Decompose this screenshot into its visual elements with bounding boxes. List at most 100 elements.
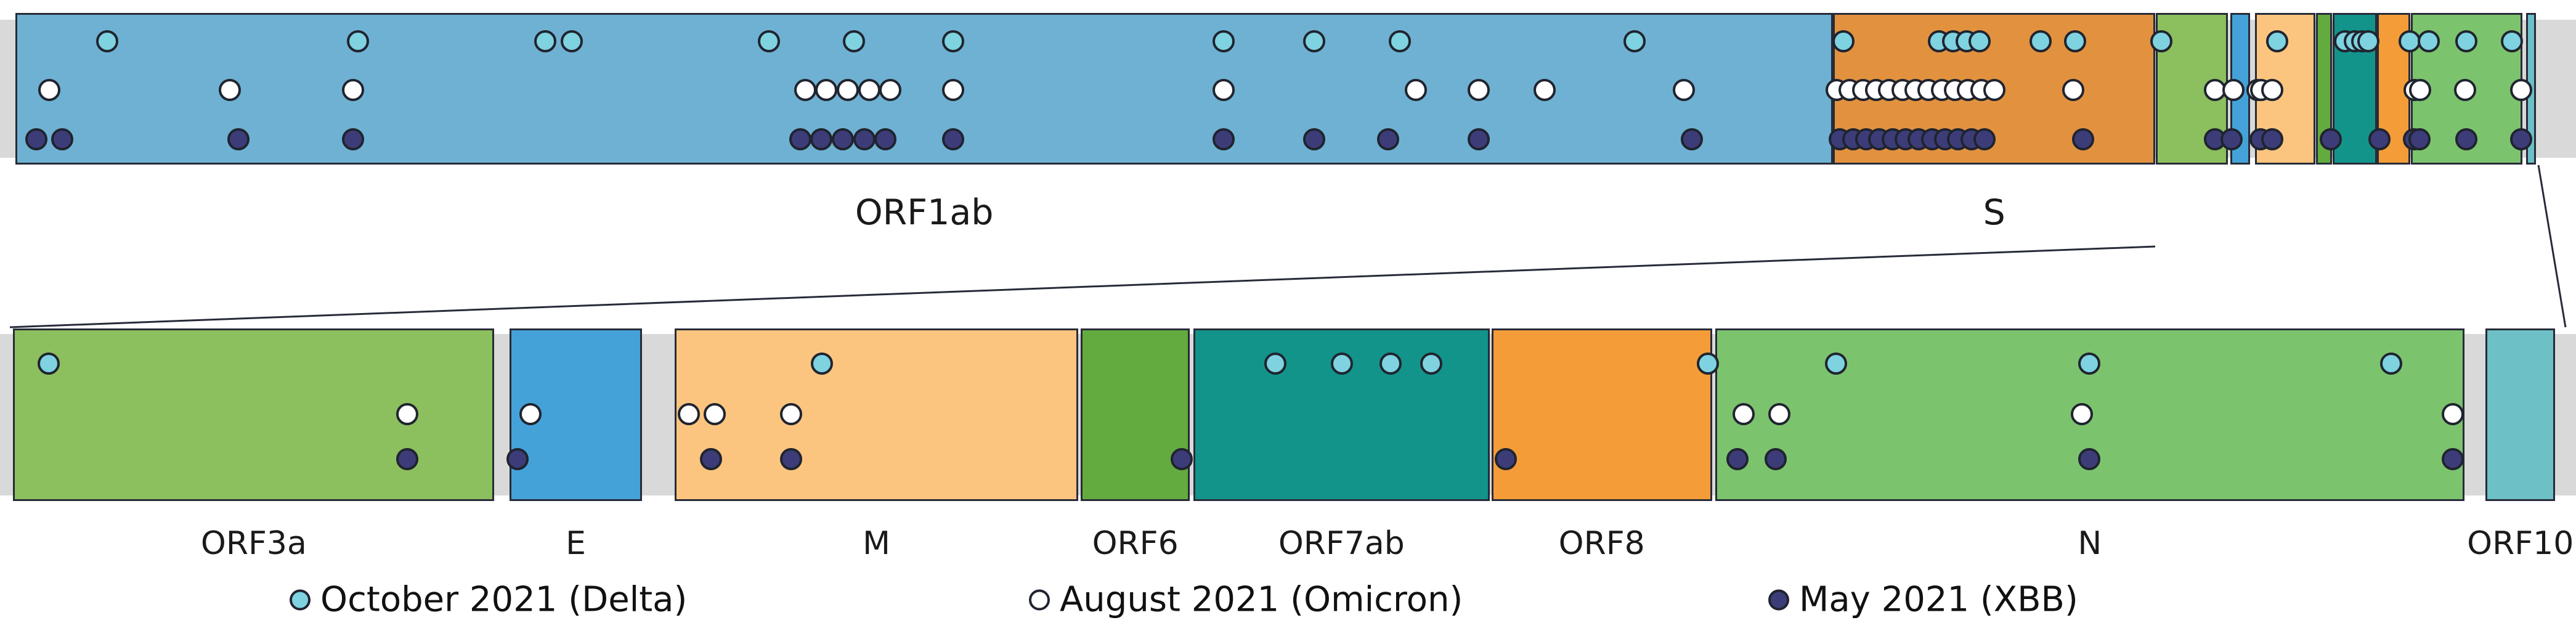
legend-label-omicron: August 2021 (Omicron) [1060, 579, 1463, 620]
mutation-dot-delta [2357, 30, 2379, 52]
mutation-dot-xbb [396, 448, 419, 470]
xbb-legend-marker-icon [1768, 589, 1789, 610]
mutation-dot-xbb [51, 128, 74, 150]
mutation-dot-delta [843, 30, 866, 52]
mutation-dot-xbb [699, 448, 722, 470]
gene-label-zoom-ORF8: ORF8 [1558, 525, 1645, 562]
omicron-legend-marker-icon [1029, 589, 1050, 610]
gene-box-zoom-M [675, 328, 1078, 501]
legend-item-xbb: May 2021 (XBB) [1768, 580, 2078, 620]
legend-item-delta: October 2021 (Delta) [290, 580, 687, 620]
mutation-dot-delta [1623, 30, 1646, 52]
zoom-connector-left-line [9, 245, 2156, 328]
gene-box-zoom-ORF3a [13, 328, 495, 501]
gene-label-zoom-N: N [2078, 525, 2102, 562]
mutation-dot-omicron [2509, 79, 2532, 101]
mutation-dot-delta [941, 30, 964, 52]
mutation-dot-xbb [1303, 128, 1326, 150]
mutation-dot-xbb [874, 128, 897, 150]
mutation-dot-xbb [1213, 128, 1235, 150]
mutation-dot-omicron [703, 403, 726, 425]
mutation-dot-delta [560, 30, 583, 52]
mutation-dot-omicron [678, 403, 701, 425]
mutation-dot-delta [534, 30, 557, 52]
mutation-dot-xbb [2455, 128, 2478, 150]
mutation-dot-omicron [1467, 79, 1490, 101]
gene-label-zoom-E: E [566, 525, 587, 562]
mutation-dot-omicron [1405, 79, 1428, 101]
mutation-dot-xbb [2509, 128, 2532, 150]
mutation-dot-omicron [1768, 403, 1791, 425]
mutation-dot-delta [2150, 30, 2173, 52]
mutation-dot-delta [2417, 30, 2440, 52]
mutation-dot-xbb [2078, 448, 2100, 470]
mutation-dot-xbb [2220, 128, 2243, 150]
mutation-dot-delta [38, 353, 60, 375]
mutation-dot-delta [347, 30, 370, 52]
mutation-dot-omicron [2454, 79, 2477, 101]
mutation-dot-omicron [2070, 403, 2093, 425]
mutation-dot-xbb [789, 128, 811, 150]
gene-label-zoom-ORF10: ORF10 [2467, 525, 2574, 562]
mutation-dot-delta [758, 30, 781, 52]
mutation-dot-omicron [815, 79, 838, 101]
mutation-dot-delta [2500, 30, 2523, 52]
mutation-dot-omicron [836, 79, 859, 101]
mutation-dot-xbb [1973, 128, 1996, 150]
mutation-dot-delta [1379, 353, 1402, 375]
mutation-dot-delta [1696, 353, 1719, 375]
gene-box-zoom-ORF6 [1080, 328, 1190, 501]
legend-label-delta: October 2021 (Delta) [320, 579, 688, 620]
mutation-dot-omicron [1673, 79, 1696, 101]
mutation-dot-omicron [879, 79, 902, 101]
mutation-dot-xbb [941, 128, 964, 150]
mutation-dot-xbb [227, 128, 250, 150]
mutation-dot-delta [2029, 30, 2052, 52]
mutation-dot-delta [2078, 353, 2100, 375]
mutation-dot-delta [2265, 30, 2288, 52]
mutation-dot-xbb [2442, 448, 2464, 470]
mutation-dot-omicron [519, 403, 542, 425]
mutation-dot-delta [1832, 30, 1855, 52]
mutation-dot-delta [2380, 353, 2403, 375]
mutation-dot-xbb [1681, 128, 1704, 150]
gene-box-ORF1ab [15, 13, 1834, 165]
gene-label-S: S [1983, 192, 2005, 233]
gene-label-zoom-ORF7ab: ORF7ab [1278, 525, 1405, 562]
mutation-dot-delta [1303, 30, 1326, 52]
mutation-dot-xbb [1377, 128, 1400, 150]
mutation-dot-omicron [858, 79, 880, 101]
mutation-dot-delta [1969, 30, 1991, 52]
mutation-dot-omicron [2062, 79, 2085, 101]
mutation-dot-xbb [780, 448, 803, 470]
mutation-dot-omicron [2409, 79, 2432, 101]
mutation-dot-delta [1330, 353, 1353, 375]
mutation-dot-xbb [1171, 448, 1193, 470]
mutation-dot-omicron [2261, 79, 2284, 101]
zoom-connector-right-line [2537, 165, 2567, 328]
mutation-dot-omicron [1533, 79, 1556, 101]
mutation-dot-omicron [780, 403, 803, 425]
mutation-dot-xbb [1765, 448, 1787, 470]
mutation-dot-delta [95, 30, 118, 52]
mutation-dot-xbb [832, 128, 855, 150]
gene-label-zoom-ORF3a: ORF3a [200, 525, 307, 562]
gene-label-ORF1ab: ORF1ab [855, 192, 994, 233]
gene-box-zoom-ORF10 [2485, 328, 2556, 501]
gene-box-zoom-ORF8 [1491, 328, 1712, 501]
mutation-dot-delta [1264, 353, 1286, 375]
mutation-dot-delta [2455, 30, 2478, 52]
mutation-dot-omicron [1213, 79, 1235, 101]
gene-label-zoom-ORF6: ORF6 [1092, 525, 1179, 562]
mutation-dot-xbb [1726, 448, 1749, 470]
mutation-dot-delta [1388, 30, 1411, 52]
mutation-dot-xbb [1467, 128, 1490, 150]
mutation-dot-delta [2398, 30, 2421, 52]
mutation-dot-omicron [941, 79, 964, 101]
mutation-dot-xbb [853, 128, 876, 150]
mutation-dot-xbb [2320, 128, 2342, 150]
mutation-dot-xbb [25, 128, 47, 150]
mutation-dot-omicron [2442, 403, 2464, 425]
legend-item-omicron: August 2021 (Omicron) [1029, 580, 1463, 620]
mutation-dot-xbb [2408, 128, 2431, 150]
